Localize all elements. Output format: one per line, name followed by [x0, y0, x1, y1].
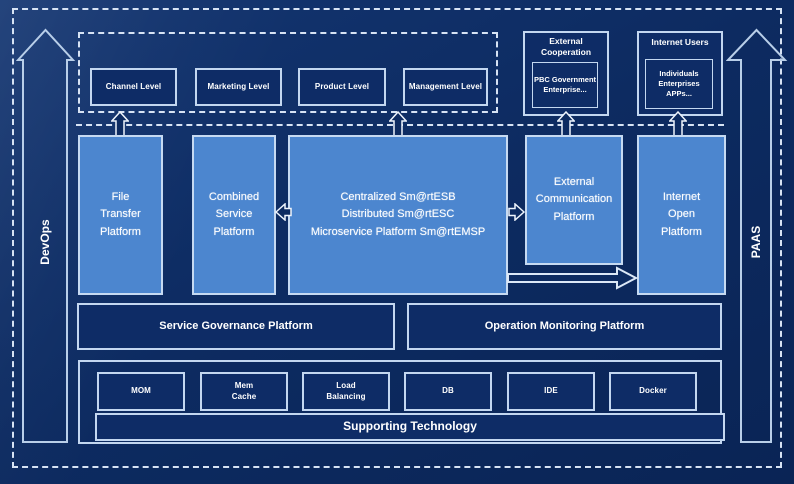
up-arrow-icon — [389, 111, 407, 138]
level-box-marketing: Marketing Level — [195, 68, 282, 106]
service-governance-platform-box: Service Governance Platform — [77, 303, 395, 350]
right-arrow-icon — [508, 203, 525, 221]
external-cooperation-title: External Cooperation — [540, 36, 592, 57]
tech-label-db: DB — [442, 386, 454, 396]
level-label-management: Management Level — [408, 81, 483, 91]
level-label-product: Product Level — [314, 81, 370, 91]
central-esb-platform-box: Centralized Sm@rtESB Distributed Sm@rtES… — [288, 135, 508, 295]
tech-box-mom: MOM — [97, 372, 185, 411]
external-communication-platform-box: External Communication Platform — [525, 135, 623, 265]
external-cooperation-members-box: PBC Government Enterprise... — [532, 62, 598, 108]
left-arrow-icon — [275, 203, 292, 221]
central-esb-platform-label: Centralized Sm@rtESB Distributed Sm@rtES… — [310, 191, 486, 238]
tech-box-ide: IDE — [507, 372, 595, 411]
internet-open-platform-label: Internet Open Platform — [661, 191, 702, 238]
file-transfer-platform-box: File Transfer Platform — [78, 135, 163, 295]
internet-users-title: Internet Users — [651, 37, 709, 47]
tech-label-mom: MOM — [131, 386, 151, 396]
tech-box-load-balancing: Load Balancing — [302, 372, 390, 411]
tech-label-load-balancing: Load Balancing — [326, 381, 366, 401]
tech-box-docker: Docker — [609, 372, 697, 411]
long-right-arrow-icon — [507, 266, 638, 290]
tech-box-db: DB — [404, 372, 492, 411]
level-label-marketing: Marketing Level — [207, 81, 270, 91]
external-communication-platform-label: External Communication Platform — [535, 176, 613, 223]
tech-box-mem-cache: Mem Cache — [200, 372, 288, 411]
paas-label: PAAS — [749, 225, 763, 259]
supporting-technology-section — [78, 360, 722, 444]
levels-dashed-box — [78, 32, 498, 113]
service-governance-platform-label: Service Governance Platform — [159, 320, 313, 333]
combined-service-platform-box: Combined Service Platform — [192, 135, 276, 295]
internet-users-members: Individuals Enterprises APPs... — [658, 68, 700, 99]
paas-up-arrow-icon — [726, 28, 788, 443]
supporting-technology-bar: Supporting Technology — [95, 413, 725, 441]
up-arrow-icon — [557, 111, 575, 138]
outer-dashed-border — [12, 8, 782, 468]
internet-users-box: Internet Users Individuals Enterprises A… — [637, 31, 723, 116]
level-box-management: Management Level — [403, 68, 488, 106]
devops-up-arrow-icon — [16, 28, 76, 443]
tech-label-ide: IDE — [544, 386, 558, 396]
operation-monitoring-platform-box: Operation Monitoring Platform — [407, 303, 722, 350]
up-arrow-icon — [669, 111, 687, 138]
up-arrow-icon — [111, 111, 129, 138]
level-label-channel: Channel Level — [105, 81, 162, 91]
devops-label: DevOps — [38, 219, 52, 265]
external-cooperation-members: PBC Government Enterprise... — [533, 74, 597, 94]
operation-monitoring-platform-label: Operation Monitoring Platform — [484, 320, 645, 333]
tech-label-docker: Docker — [639, 386, 667, 396]
internet-open-platform-box: Internet Open Platform — [637, 135, 726, 295]
tech-label-mem-cache: Mem Cache — [231, 381, 257, 401]
level-box-channel: Channel Level — [90, 68, 177, 106]
level-box-product: Product Level — [298, 68, 386, 106]
file-transfer-platform-label: File Transfer Platform — [100, 191, 141, 238]
internet-users-members-box: Individuals Enterprises APPs... — [645, 59, 713, 109]
external-cooperation-box: External Cooperation PBC Government Ente… — [523, 31, 609, 116]
supporting-technology-label: Supporting Technology — [343, 419, 477, 434]
combined-service-platform-label: Combined Service Platform — [208, 191, 260, 238]
